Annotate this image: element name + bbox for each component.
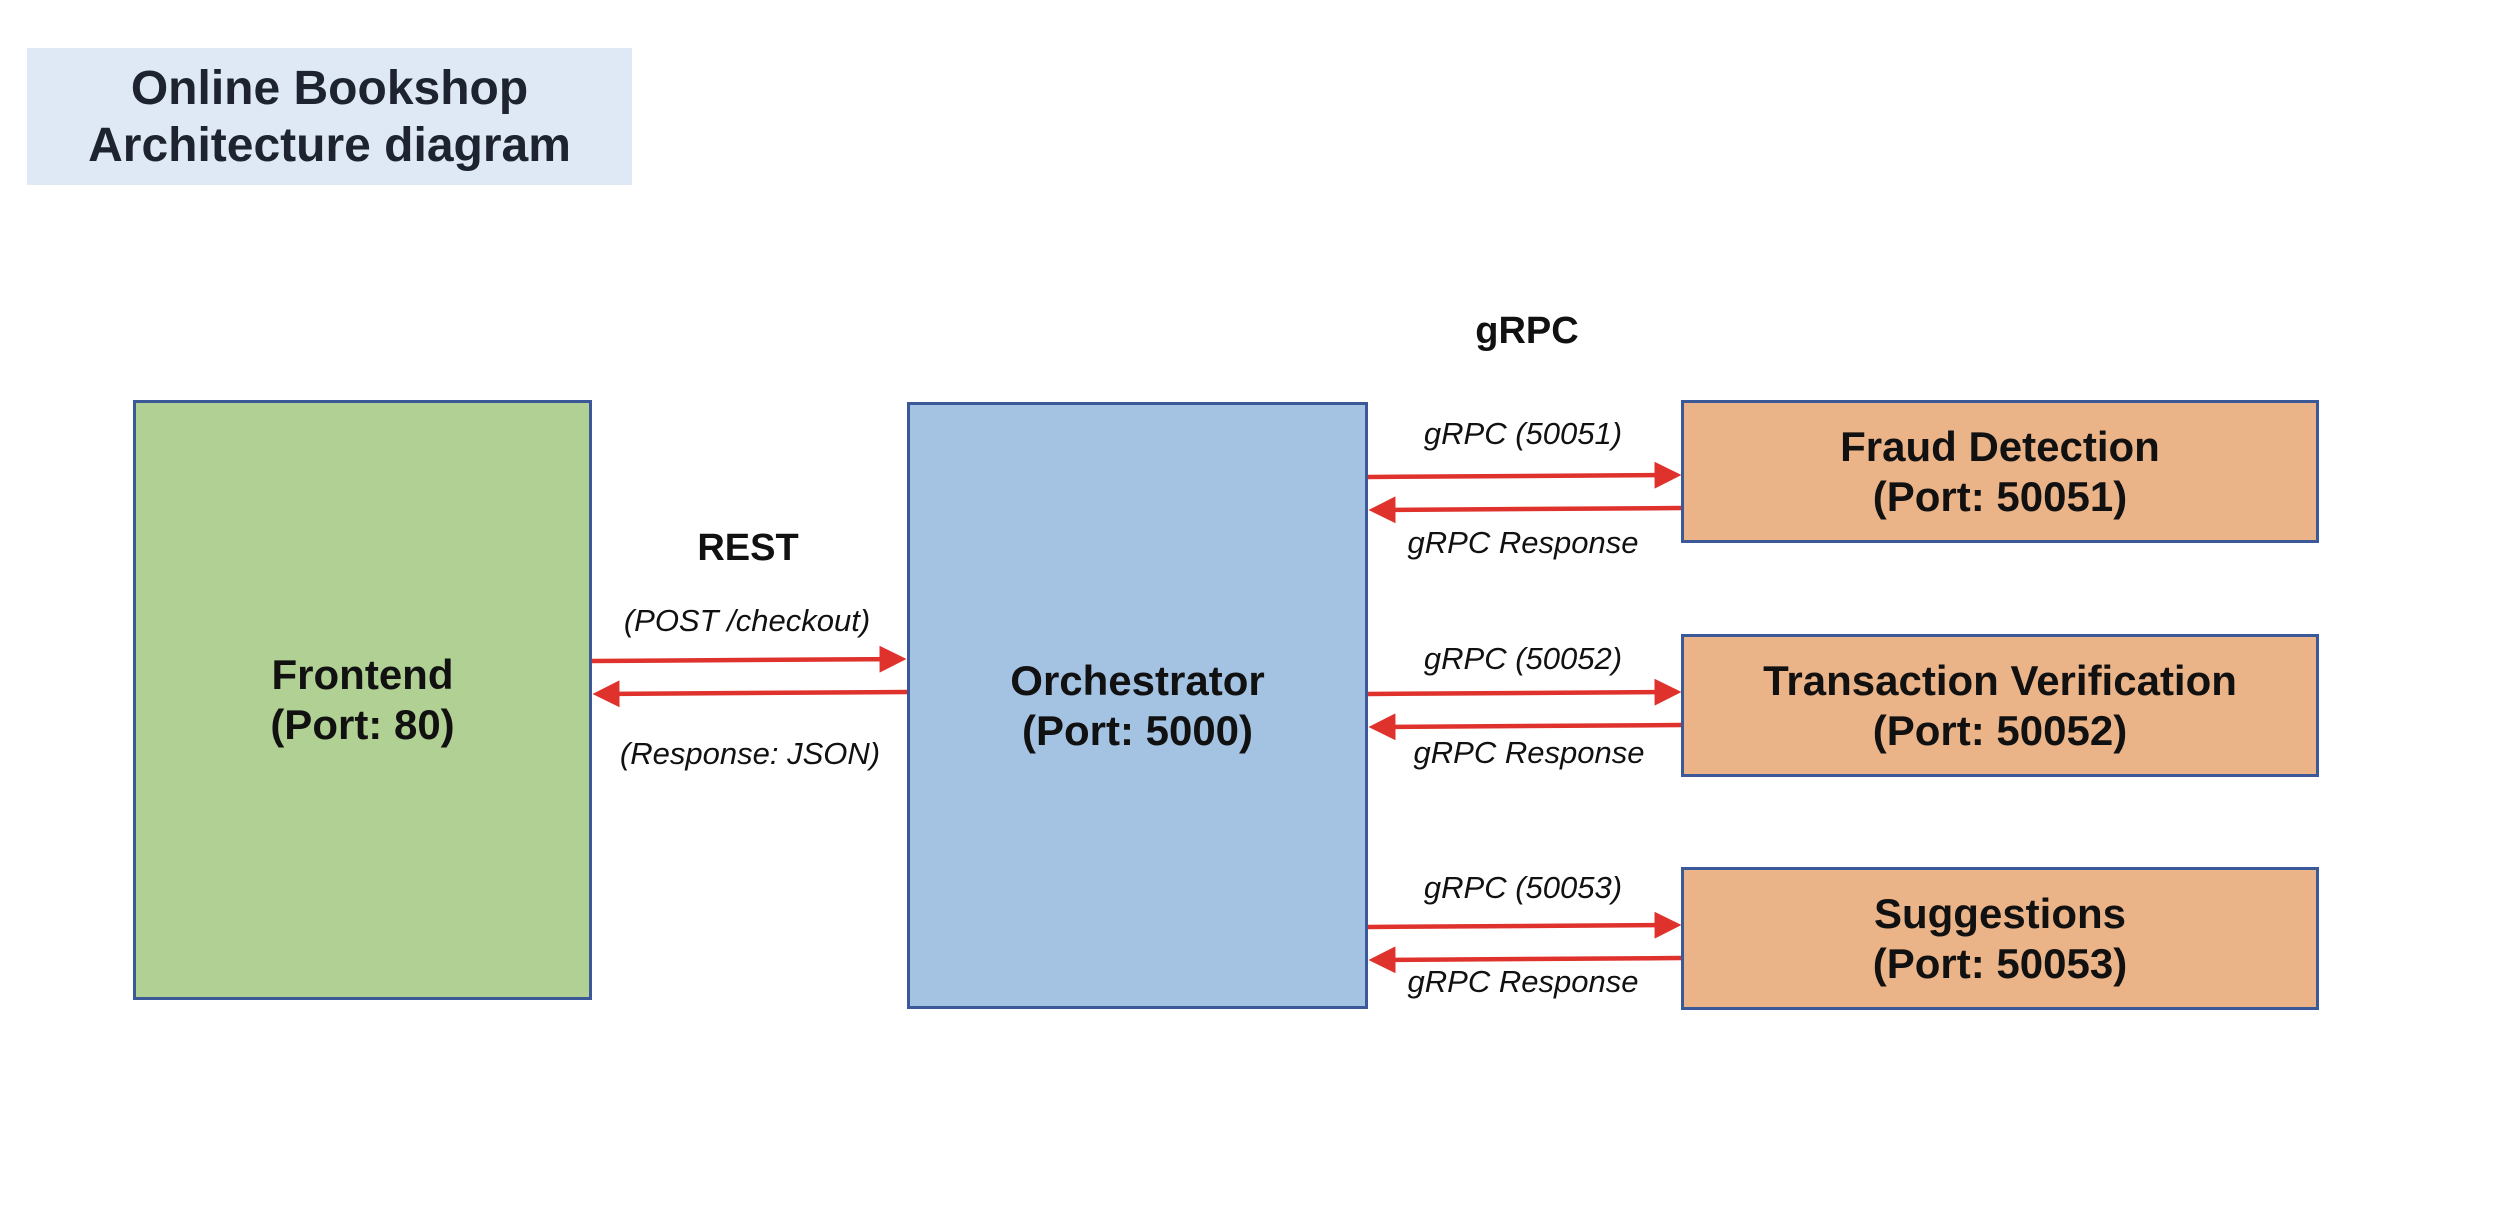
suggestions-name: Suggestions xyxy=(1873,889,2127,937)
grpc-transaction-request-arrow xyxy=(1367,678,1682,706)
transaction-verification-port: (Port: 50052) xyxy=(1872,706,2128,754)
fraud-detection-port: (Port: 50051) xyxy=(1872,472,2128,520)
grpc-fraud-request-label: gRPC (50051) xyxy=(1423,416,1623,451)
title-line-1: Online Bookshop xyxy=(130,61,529,115)
grpc-suggestions-response-label: gRPC Response xyxy=(1407,964,1639,999)
suggestions-node: Suggestions (Port: 50053) xyxy=(1681,867,2319,1010)
rest-request-label: (POST /checkout) xyxy=(623,603,871,638)
grpc-suggestions-request-label: gRPC (50053) xyxy=(1423,870,1623,905)
rest-protocol-label: REST xyxy=(697,527,799,569)
rest-response-arrow xyxy=(592,680,908,708)
transaction-verification-node: Transaction Verification (Port: 50052) xyxy=(1681,634,2319,777)
fraud-detection-name: Fraud Detection xyxy=(1840,422,2160,470)
grpc-suggestions-request-arrow xyxy=(1367,911,1682,939)
rest-response-label: (Response: JSON) xyxy=(619,736,881,771)
grpc-fraud-response-arrow xyxy=(1368,496,1682,524)
grpc-suggestions-response-arrow xyxy=(1368,946,1682,974)
grpc-transaction-response-label: gRPC Response xyxy=(1413,735,1645,770)
frontend-node: Frontend (Port: 80) xyxy=(133,400,592,1000)
grpc-group-label: gRPC xyxy=(1475,310,1579,352)
suggestions-port: (Port: 50053) xyxy=(1872,939,2128,987)
transaction-verification-name: Transaction Verification xyxy=(1763,656,2237,704)
orchestrator-port: (Port: 5000) xyxy=(1021,706,1254,754)
orchestrator-name: Orchestrator xyxy=(1010,656,1265,704)
fraud-detection-node: Fraud Detection (Port: 50051) xyxy=(1681,400,2319,543)
title-line-2: Architecture diagram xyxy=(88,118,571,172)
grpc-transaction-request-label: gRPC (50052) xyxy=(1423,641,1623,676)
diagram-title: Online Bookshop Architecture diagram xyxy=(27,48,632,185)
frontend-port: (Port: 80) xyxy=(270,701,455,748)
frontend-name: Frontend xyxy=(271,651,454,698)
grpc-fraud-request-arrow xyxy=(1367,461,1682,489)
grpc-fraud-response-label: gRPC Response xyxy=(1407,525,1639,560)
grpc-transaction-response-arrow xyxy=(1368,713,1682,741)
orchestrator-node: Orchestrator (Port: 5000) xyxy=(907,402,1368,1009)
rest-request-arrow xyxy=(591,645,907,673)
